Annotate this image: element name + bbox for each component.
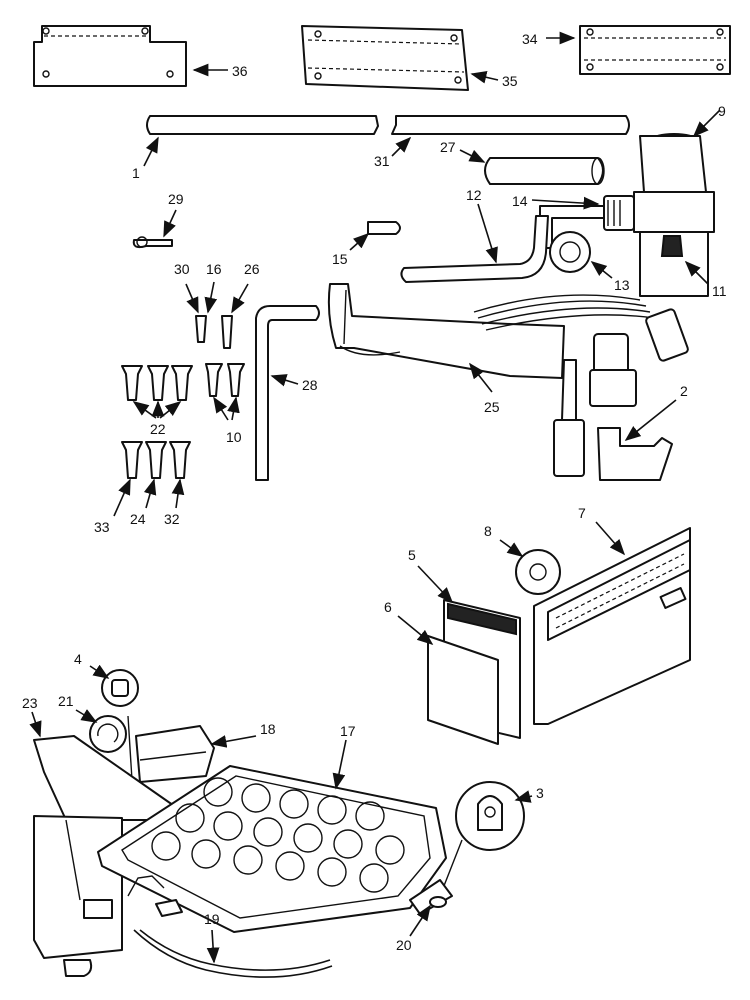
callout-25: 25 <box>484 399 500 415</box>
ice-mold-part-17 <box>97 765 447 933</box>
callout-13: 13 <box>614 277 630 293</box>
sleeve-part-27 <box>484 157 605 185</box>
washer-part-13 <box>549 231 591 273</box>
pin-part-29 <box>132 236 173 249</box>
tube-part-1-31 <box>146 115 630 135</box>
motor-part-8 <box>515 549 561 595</box>
callout-9: 9 <box>718 103 726 119</box>
callout-29: 29 <box>168 191 184 207</box>
callout-35: 35 <box>502 73 518 89</box>
callout-5: 5 <box>408 547 416 563</box>
screws-30-16-26 <box>195 315 233 349</box>
callout-23: 23 <box>22 695 38 711</box>
strip-part-34 <box>579 25 731 75</box>
callout-22: 22 <box>150 421 166 437</box>
callout-19: 19 <box>204 911 220 927</box>
callout-36: 36 <box>232 63 248 79</box>
callout-1: 1 <box>132 165 140 181</box>
callout-4: 4 <box>74 651 82 667</box>
callout-12: 12 <box>466 187 482 203</box>
callout-20: 20 <box>396 937 412 953</box>
bracket-plate-part-36 <box>33 25 187 87</box>
bracket-part-2 <box>597 427 673 481</box>
callout-30: 30 <box>174 261 190 277</box>
callout-28: 28 <box>302 377 318 393</box>
shutoff-arm-part-19 <box>127 875 333 978</box>
callout-21: 21 <box>58 693 74 709</box>
callout-24: 24 <box>130 511 146 527</box>
clip-part-15 <box>367 221 401 235</box>
callout-17: 17 <box>340 723 356 739</box>
callout-11: 11 <box>712 283 727 299</box>
tube-part-12 <box>400 215 549 283</box>
tube-part-28 <box>255 305 320 481</box>
callout-2: 2 <box>680 383 688 399</box>
wire-harness-part-25 <box>327 283 689 477</box>
callout-10: 10 <box>226 429 242 445</box>
cover-part-6 <box>427 635 499 745</box>
bushing-part-4 <box>101 669 139 707</box>
mold-cavities <box>151 777 405 893</box>
callout-33: 33 <box>94 519 110 535</box>
screws-part-10 <box>205 363 245 397</box>
callout-31: 31 <box>374 153 390 169</box>
callout-7: 7 <box>578 505 586 521</box>
screws-33-24-32 <box>121 441 191 479</box>
callout-8: 8 <box>484 523 492 539</box>
callout-32: 32 <box>164 511 180 527</box>
callout-6: 6 <box>384 599 392 615</box>
callout-14: 14 <box>512 193 528 209</box>
housing-part-7 <box>533 527 691 725</box>
stripper-part-18 <box>135 725 215 783</box>
screws-part-22 <box>121 365 193 401</box>
callout-26: 26 <box>244 261 260 277</box>
water-valve-assembly <box>539 133 715 297</box>
cam-part-21 <box>89 715 133 781</box>
callout-18: 18 <box>260 721 276 737</box>
callout-27: 27 <box>440 139 456 155</box>
callout-16: 16 <box>206 261 222 277</box>
callout-15: 15 <box>332 251 348 267</box>
callout-3: 3 <box>536 785 544 801</box>
callout-34: 34 <box>522 31 538 47</box>
strip-part-35 <box>301 25 469 91</box>
